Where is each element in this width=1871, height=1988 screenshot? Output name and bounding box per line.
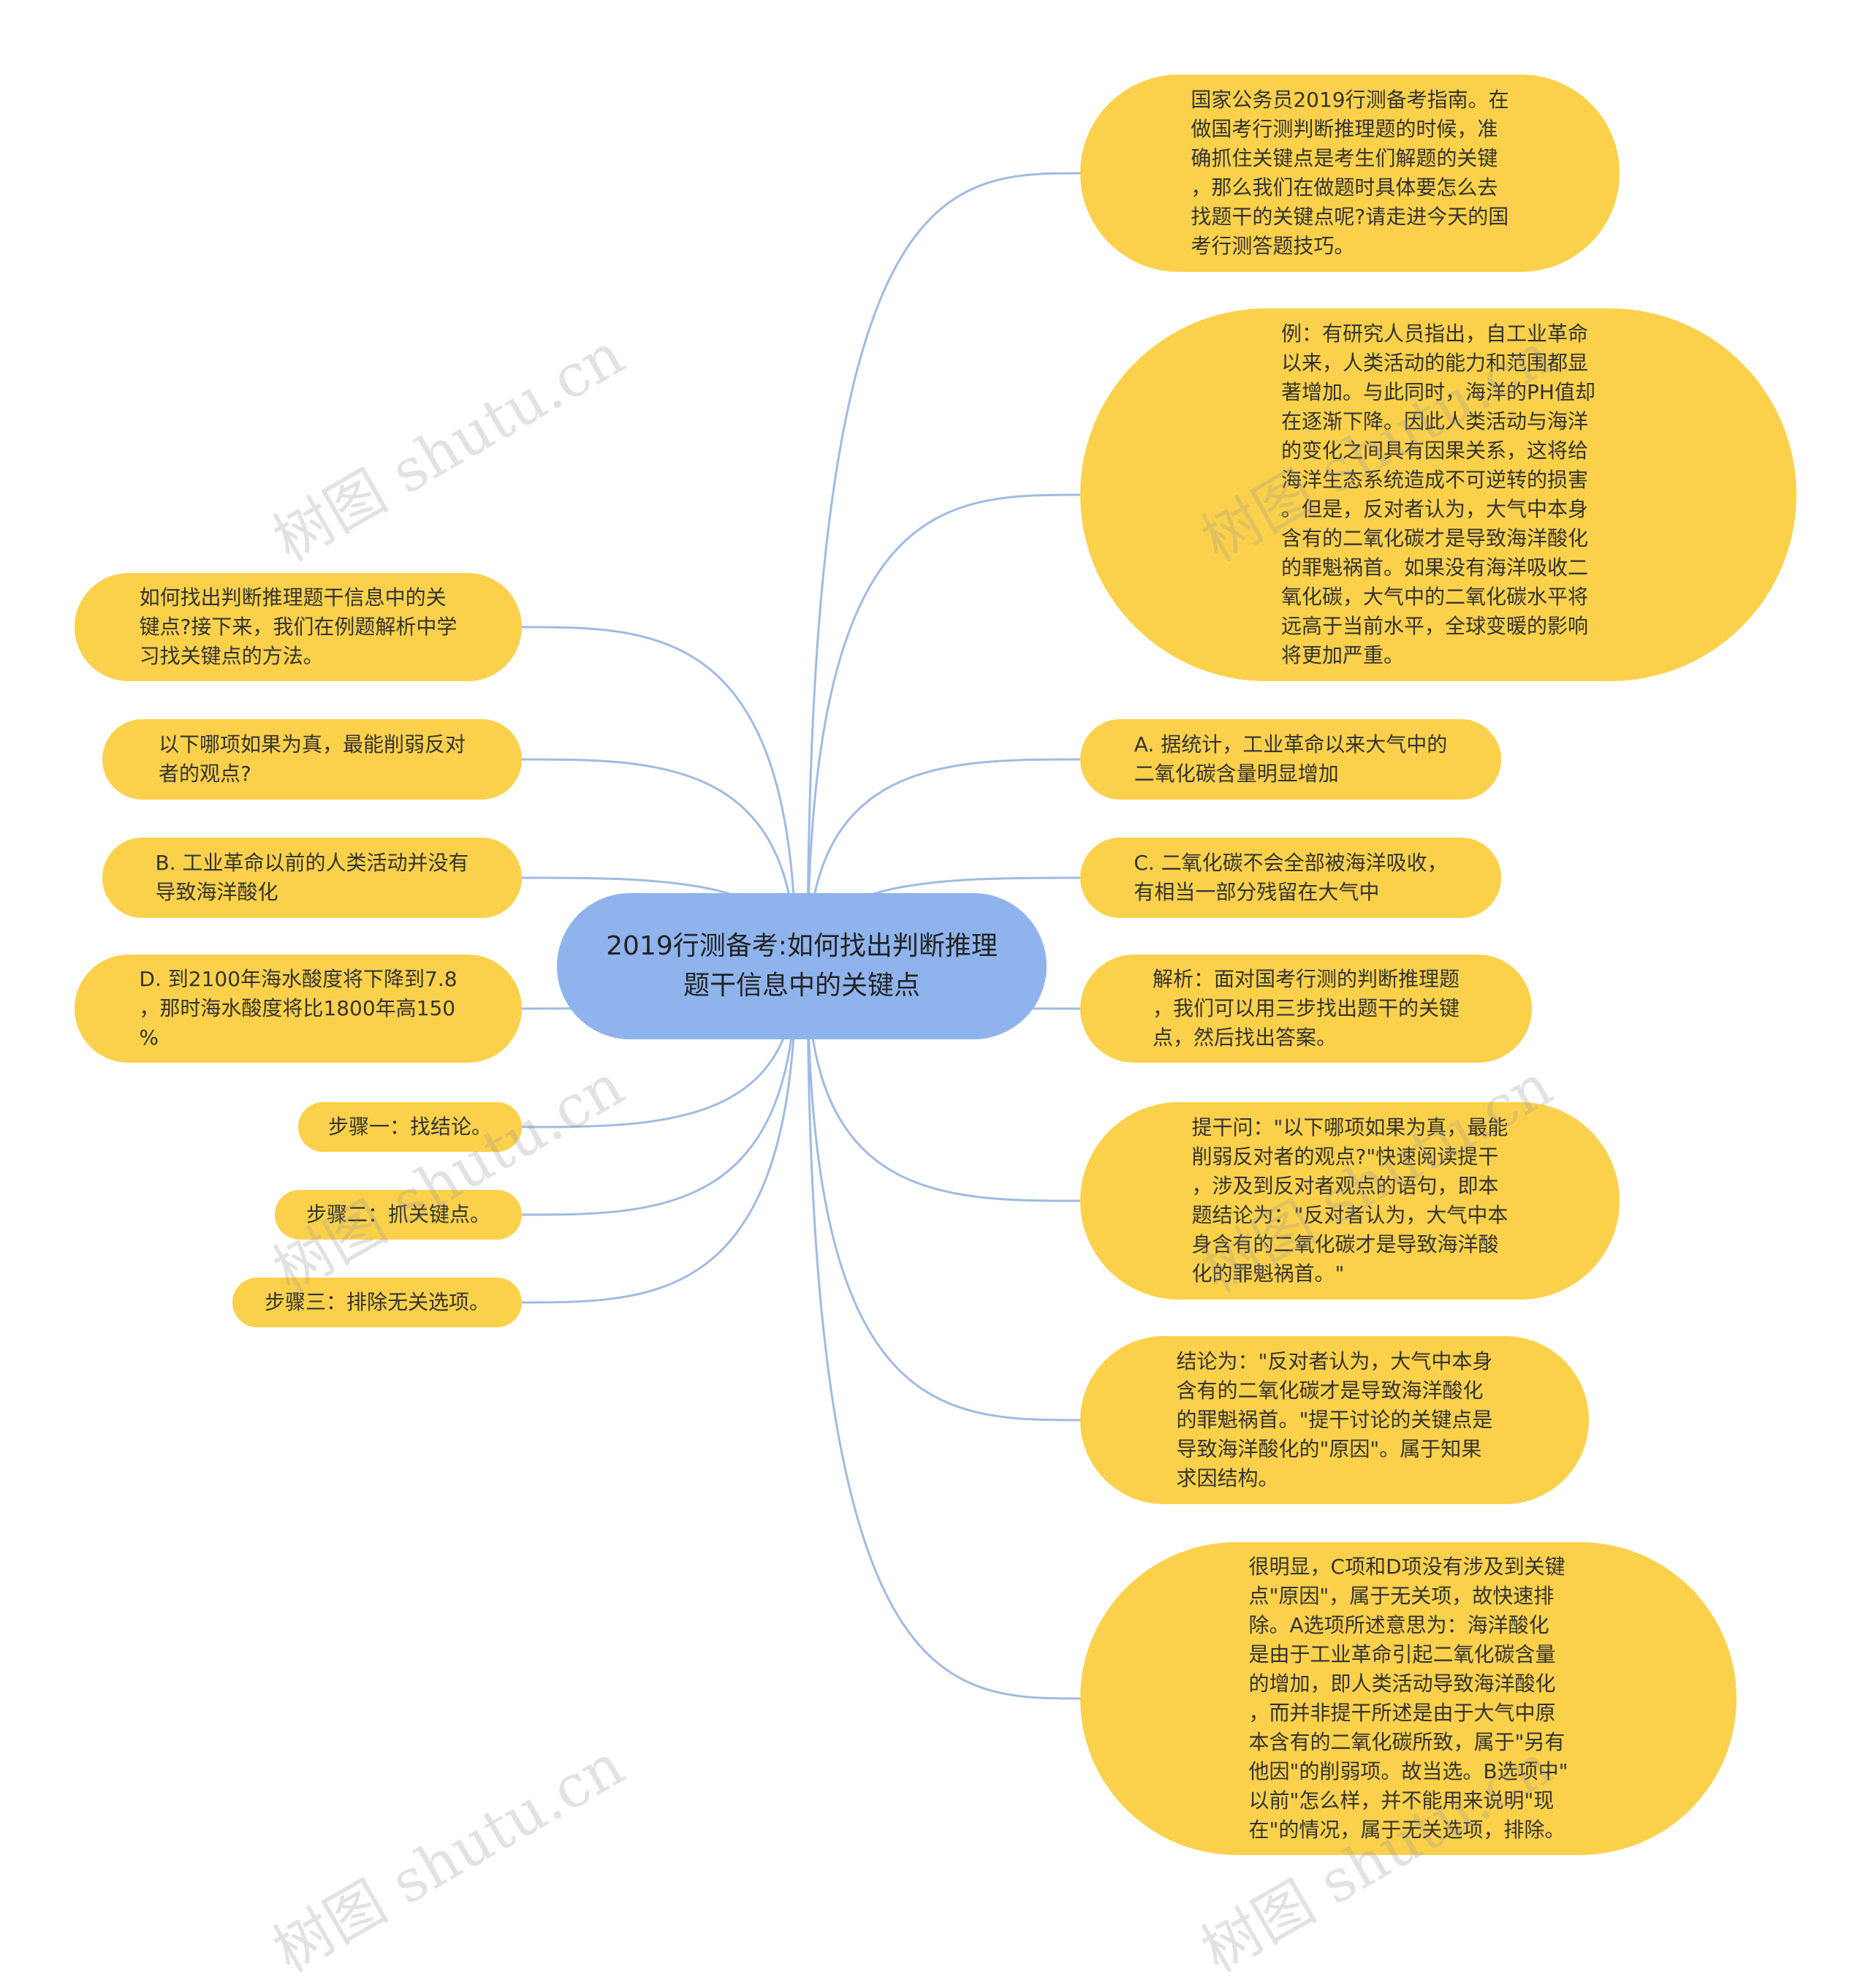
left-node-step-1[interactable]: 步骤一：找结论。 bbox=[298, 1102, 522, 1152]
right-node-intro[interactable]: 国家公务员2019行测备考指南。在 做国考行测判断推理题的时候，准 确抓住关键点… bbox=[1080, 75, 1620, 272]
right-node-label: C. 二氧化碳不会全部被海洋吸收， 有相当一部分残留在大气中 bbox=[1134, 851, 1448, 904]
right-node-stem[interactable]: 提干问："以下哪项如果为真，最能 削弱反对者的观点?"快速阅读提干 ，涉及到反对… bbox=[1080, 1102, 1620, 1300]
connector-line-1 bbox=[521, 758, 797, 967]
left-node-label: 步骤三：排除无关选项。 bbox=[264, 1290, 490, 1314]
right-node-option-c[interactable]: C. 二氧化碳不会全部被海洋吸收， 有相当一部分残留在大气中 bbox=[1080, 838, 1501, 918]
connector-line-14 bbox=[806, 965, 1081, 1700]
right-node-answer[interactable]: 很明显，C项和D项没有涉及到关键 点"原因"，属于无关项，故快速排 除。A选项所… bbox=[1080, 1542, 1737, 1855]
left-node-option-d[interactable]: D. 到2100年海水酸度将下降到7.8 ，那时海水酸度将比1800年高150 … bbox=[75, 955, 522, 1063]
right-node-label: 解析：面对国考行测的判断推理题 ，我们可以用三步找出题干的关键 点，然后找出答案… bbox=[1152, 967, 1460, 1050]
left-node-intro[interactable]: 如何找出判断推理题干信息中的关 键点?接下来，我们在例题解析中学 习找关键点的方… bbox=[75, 573, 522, 681]
right-node-label: A. 据统计，工业革命以来大气中的 二氧化碳含量明显增加 bbox=[1134, 732, 1448, 786]
connector-line-9 bbox=[806, 758, 1081, 967]
left-node-question[interactable]: 以下哪项如果为真，最能削弱反对 者的观点? bbox=[102, 719, 522, 800]
left-node-option-b[interactable]: B. 工业革命以前的人类活动并没有 导致海洋酸化 bbox=[102, 838, 522, 918]
right-node-label: 提干问："以下哪项如果为真，最能 削弱反对者的观点?"快速阅读提干 ，涉及到反对… bbox=[1191, 1115, 1508, 1286]
left-node-label: 以下哪项如果为真，最能削弱反对 者的观点? bbox=[158, 732, 466, 786]
right-node-label: 结论为："反对者认为，大气中本身 含有的二氧化碳才是导致海洋酸化 的罪魁祸首。"… bbox=[1176, 1349, 1493, 1490]
connector-line-8 bbox=[806, 493, 1081, 967]
left-node-label: 步骤一：找结论。 bbox=[327, 1115, 492, 1139]
right-node-label: 国家公务员2019行测备考指南。在 做国考行测判断推理题的时候，准 确抓住关键点… bbox=[1191, 88, 1509, 258]
left-node-step-3[interactable]: 步骤三：排除无关选项。 bbox=[232, 1278, 522, 1327]
right-node-label: 例：有研究人员指出，自工业革命 以来，人类活动的能力和范围都显 著增加。与此同时… bbox=[1281, 322, 1595, 667]
connector-line-6 bbox=[521, 965, 797, 1304]
right-node-option-a[interactable]: A. 据统计，工业革命以来大气中的 二氧化碳含量明显增加 bbox=[1080, 719, 1501, 800]
left-node-label: B. 工业革命以前的人类活动并没有 导致海洋酸化 bbox=[155, 851, 469, 904]
connector-line-7 bbox=[806, 172, 1081, 967]
right-node-conclusion[interactable]: 结论为："反对者认为，大气中本身 含有的二氧化碳才是导致海洋酸化 的罪魁祸首。"… bbox=[1080, 1336, 1589, 1504]
right-node-label: 很明显，C项和D项没有涉及到关键 点"原因"，属于无关项，故快速排 除。A选项所… bbox=[1248, 1555, 1568, 1842]
connector-line-12 bbox=[806, 965, 1081, 1202]
left-node-step-2[interactable]: 步骤二：抓关键点。 bbox=[275, 1190, 522, 1240]
root-topic[interactable]: 2019行测备考:如何找出判断推理题干信息中的关键点 bbox=[557, 893, 1047, 1039]
right-node-analysis[interactable]: 解析：面对国考行测的判断推理题 ，我们可以用三步找出题干的关键 点，然后找出答案… bbox=[1080, 955, 1532, 1063]
left-node-label: 步骤二：抓关键点。 bbox=[305, 1202, 490, 1226]
connector-line-13 bbox=[806, 965, 1081, 1422]
root-topic-label: 2019行测备考:如何找出判断推理题干信息中的关键点 bbox=[606, 931, 998, 1001]
left-node-label: 如何找出判断推理题干信息中的关 键点?接下来，我们在例题解析中学 习找关键点的方… bbox=[139, 585, 458, 668]
connector-line-0 bbox=[521, 626, 797, 967]
connector-line-5 bbox=[521, 965, 797, 1216]
right-node-example[interactable]: 例：有研究人员指出，自工业革命 以来，人类活动的能力和范围都显 著增加。与此同时… bbox=[1080, 308, 1796, 681]
left-node-label: D. 到2100年海水酸度将下降到7.8 ，那时海水酸度将比1800年高150 … bbox=[139, 967, 458, 1050]
